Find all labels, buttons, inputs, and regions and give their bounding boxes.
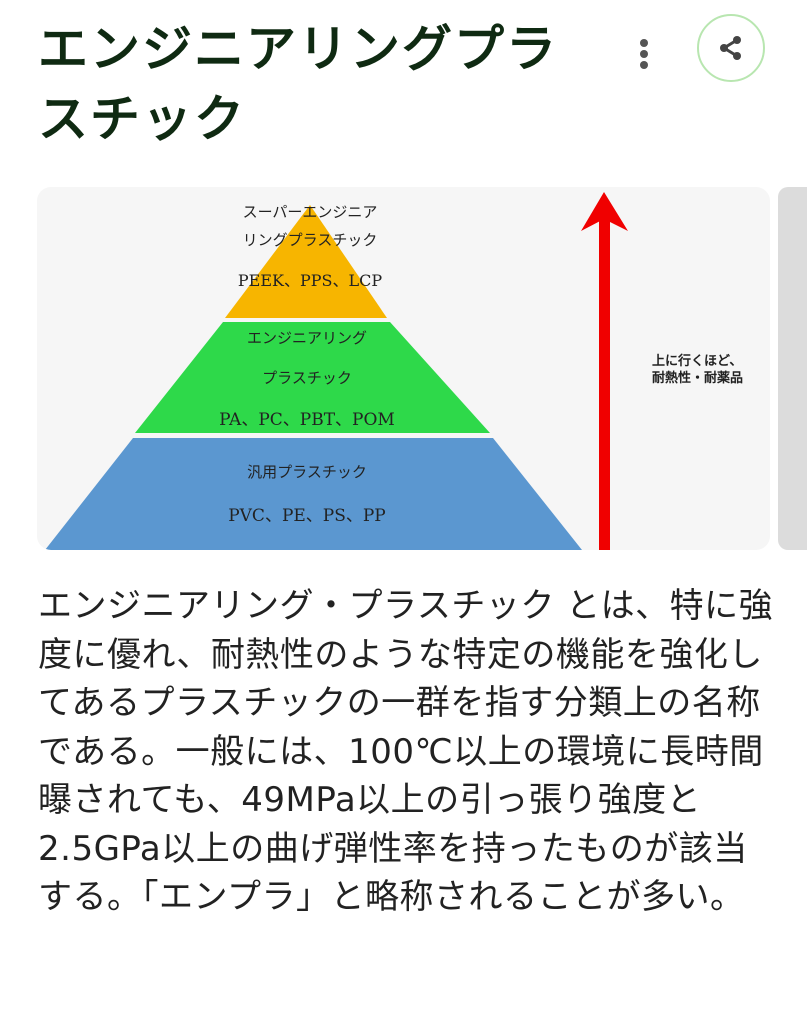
page-title: エンジニアリングプラスチック: [38, 20, 558, 148]
share-button[interactable]: [697, 14, 765, 82]
side-caption: 上に行くほど、 耐熱性・耐薬品: [652, 353, 743, 387]
tier-engineering: [135, 322, 490, 433]
more-dot: [640, 61, 648, 69]
arrow-shaft: [599, 217, 610, 550]
tier-super-engineering: [225, 205, 387, 318]
more-options-button[interactable]: [630, 36, 658, 76]
tier-eng-examples: PA、PC、PBT、POM: [219, 410, 395, 430]
next-image-preview[interactable]: [778, 187, 807, 550]
tier-general: [45, 438, 582, 550]
share-icon: [720, 36, 741, 60]
tier-eng-name-1: エンジニアリング: [246, 329, 367, 347]
tier-eng-name-2: プラスチック: [262, 369, 352, 387]
tier-super-name-2: リングプラスチック: [242, 231, 378, 249]
more-dot: [640, 50, 648, 58]
more-vert-icon: [640, 39, 648, 47]
tier-super-name-1: スーパーエンジニア: [242, 203, 378, 221]
pyramid-image[interactable]: スーパーエンジニア リングプラスチック PEEK、PPS、LCP エンジニアリン…: [37, 187, 770, 550]
pyramid-diagram: [45, 192, 628, 550]
tier-general-name: 汎用プラスチック: [247, 463, 367, 481]
arrow-head: [581, 192, 628, 231]
tier-general-examples: PVC、PE、PS、PP: [228, 506, 386, 526]
description-text: エンジニアリング・プラスチック とは、特に強度に優れ、耐熱性のような特定の機能を…: [38, 586, 774, 917]
tier-super-examples: PEEK、PPS、LCP: [237, 271, 383, 290]
side-caption-line1: 上に行くほど、: [652, 354, 743, 369]
side-caption-line2: 耐熱性・耐薬品: [652, 371, 744, 386]
